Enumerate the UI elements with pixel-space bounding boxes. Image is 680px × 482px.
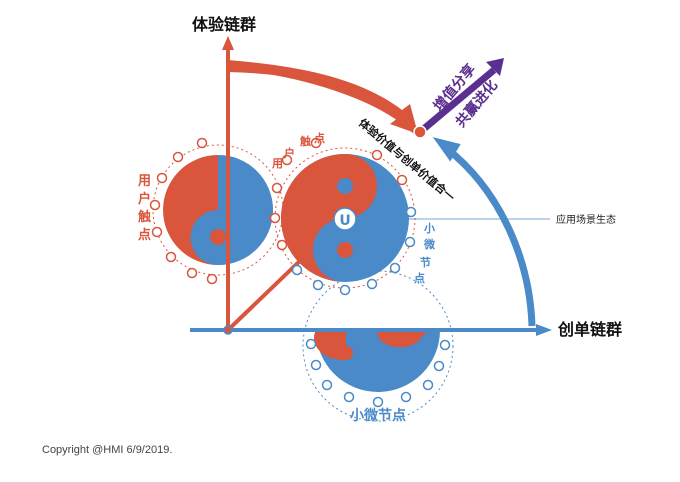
left-touch-char-2: 户 xyxy=(138,191,151,207)
blue-arc-arrow xyxy=(443,145,536,327)
copyright-text: Copyright @HMI 6/9/2019. xyxy=(42,444,173,456)
right-micro-label: 小 微 节 点 xyxy=(414,221,436,285)
left-touch-char-4: 点 xyxy=(138,227,151,243)
left-touch-nodes xyxy=(149,137,218,285)
x-axis-title: 创单链群 xyxy=(557,320,622,339)
center-touch-char-1: 用 xyxy=(272,157,283,170)
right-micro-char-4: 点 xyxy=(414,271,425,285)
blue-arc-head xyxy=(432,137,461,162)
origin-point xyxy=(223,325,233,335)
bottom-micro-nodes xyxy=(305,338,451,408)
center-touch-nodes xyxy=(269,137,408,251)
right-micro-char-1: 小 xyxy=(423,221,435,235)
right-micro-char-3: 节 xyxy=(420,255,431,269)
y-axis-title: 体验链群 xyxy=(192,15,256,34)
bottom-yin-yang xyxy=(302,270,454,422)
right-micro-char-2: 微 xyxy=(423,237,436,251)
arrow-up-right-icon xyxy=(486,58,504,76)
left-touch-char-1: 用 xyxy=(137,174,151,189)
center-logo-text: U xyxy=(339,213,350,229)
convergence-point xyxy=(413,125,427,139)
center-touch-char-4: 点 xyxy=(314,131,325,145)
arrow-up-icon xyxy=(222,36,234,50)
left-touch-label: 用 户 触 点 xyxy=(137,174,151,243)
red-arc-head xyxy=(228,60,418,134)
center-touch-char-3: 触 xyxy=(299,134,311,148)
left-yin-yang xyxy=(152,144,284,276)
arrow-right-icon xyxy=(536,324,552,336)
ecosystem-label: 应用场景生态 xyxy=(556,213,616,226)
growth-arrow xyxy=(417,67,497,135)
u-logo-icon: U xyxy=(333,207,357,231)
center-touch-char-2: 户 xyxy=(284,146,295,160)
bottom-micro-label: 小微节点 xyxy=(350,407,406,424)
left-touch-char-3: 触 xyxy=(137,209,151,225)
center-touch-label: 用 户 触 点 xyxy=(272,131,325,170)
center-micro-nodes xyxy=(291,206,417,296)
